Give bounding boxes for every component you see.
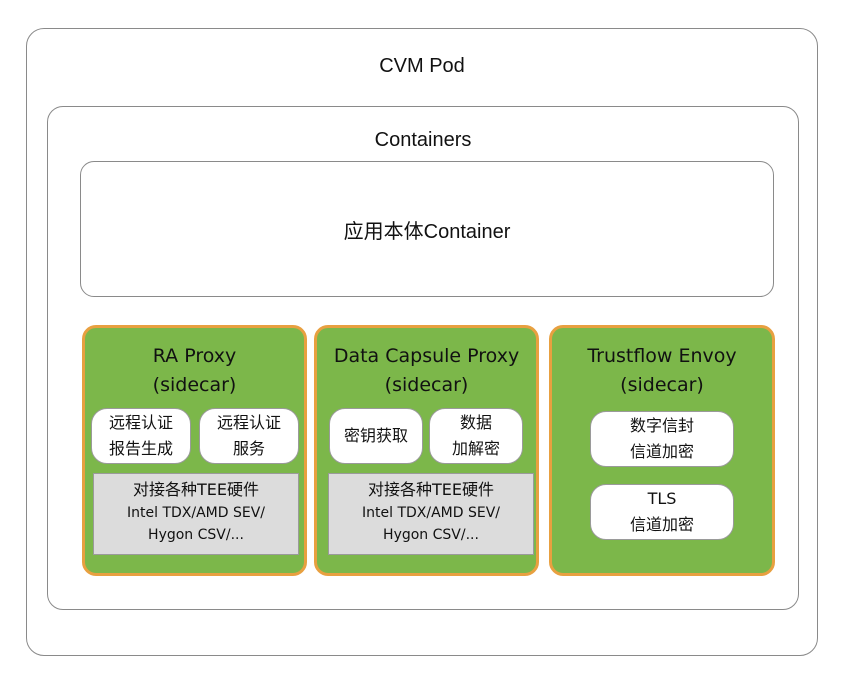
feature-attestation-report: 远程认证报告生成: [91, 408, 191, 464]
app-container: 应用本体Container: [80, 161, 774, 297]
sidecar-title: Data Capsule Proxy (sidecar): [333, 345, 520, 396]
feature-key-retrieval: 密钥获取: [329, 408, 423, 464]
feature-data-encryption: 数据加解密: [429, 408, 523, 464]
tee-hardware-box: 对接各种TEE硬件 Intel TDX/AMD SEV/ Hygon CSV/.…: [328, 473, 534, 555]
feature-attestation-service: 远程认证服务: [199, 408, 299, 464]
sidecar-data-capsule-proxy: Data Capsule Proxy (sidecar) 密钥获取 数据加解密 …: [314, 325, 539, 576]
tee-hardware-box: 对接各种TEE硬件 Intel TDX/AMD SEV/ Hygon CSV/.…: [93, 473, 299, 555]
pod-title: CVM Pod: [379, 55, 465, 77]
feature-digital-envelope: 数字信封信道加密: [590, 411, 734, 467]
sidecar-title: Trustflow Envoy (sidecar): [587, 345, 737, 396]
containers-title: Containers: [374, 129, 472, 151]
sidecar-title: RA Proxy (sidecar): [152, 345, 237, 396]
sidecar-ra-proxy: RA Proxy (sidecar) 远程认证报告生成 远程认证服务 对接各种T…: [82, 325, 307, 576]
app-container-label: 应用本体Container: [343, 220, 511, 243]
